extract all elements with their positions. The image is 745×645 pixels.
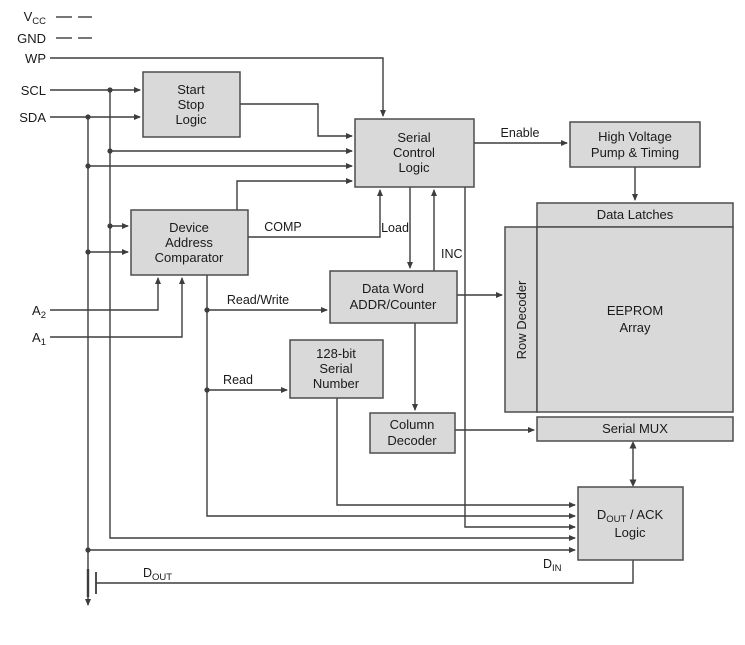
block-serial-number-label: Serial [319, 361, 352, 376]
block-serial-number-label: Number [313, 376, 360, 391]
block-row-decoder: Row Decoder [504, 226, 538, 413]
signal-read-write: Read/Write [227, 293, 289, 307]
block-serial-mux: Serial MUX [536, 416, 734, 442]
pin-wp: WP [25, 51, 46, 66]
signal-labels: Enable COMP Load INC Read/Write Read DIN… [143, 126, 562, 583]
junction-dot [85, 114, 91, 120]
block-serial-number-label: 128-bit [316, 346, 356, 361]
wire-comp [248, 189, 383, 238]
block-data-latches: Data Latches [536, 202, 734, 228]
wire-serial-control-to-dout-ack [464, 187, 576, 530]
block-data-word-addr-counter: Data Word ADDR/Counter [329, 270, 458, 324]
arrowhead-down-dout-ack [629, 479, 637, 487]
block-start-stop-logic-label: Stop [178, 97, 205, 112]
pin-sda: SDA [19, 110, 46, 125]
block-dout-ack-logic: DOUT / ACK Logic [577, 486, 684, 561]
block-serial-control-logic-box [354, 118, 475, 188]
block-row-decoder-label: Row Decoder [514, 280, 529, 359]
blocks: Start Stop Logic Serial Control Logic Hi… [130, 71, 734, 561]
arrowhead-up-serial-mux [629, 441, 637, 449]
wires [50, 16, 638, 584]
junction-dot [85, 547, 91, 553]
pin-gnd: GND [17, 31, 46, 46]
block-data-word-addr-counter-label: ADDR/Counter [350, 297, 437, 312]
signal-inc: INC [441, 247, 463, 261]
pin-scl: SCL [21, 83, 46, 98]
junction-dot [107, 87, 113, 93]
block-device-address-comparator-label: Device [169, 220, 209, 235]
wire-wp-to-serial-control [50, 57, 386, 117]
signal-dout: DOUT [143, 566, 172, 583]
block-data-word-addr-counter-label: Data Word [362, 281, 424, 296]
block-column-decoder: Column Decoder [369, 412, 456, 454]
block-device-address-comparator-box [130, 209, 249, 276]
block-data-word-addr-counter-box [329, 270, 458, 324]
signal-load: Load [381, 221, 409, 235]
wire-start-stop-to-serial-control [240, 103, 353, 139]
signal-din: DIN [543, 557, 562, 574]
block-high-voltage-pump-label: Pump & Timing [591, 145, 679, 160]
block-data-latches-label: Data Latches [597, 207, 674, 222]
signal-comp: COMP [264, 220, 302, 234]
mosfet-output-transistor [85, 569, 97, 606]
block-serial-control-logic-label: Serial [397, 130, 430, 145]
block-eeprom-array-label: EEPROM [607, 303, 663, 318]
block-serial-mux-label: Serial MUX [602, 421, 668, 436]
block-column-decoder-label: Column [390, 417, 435, 432]
block-device-address-comparator-label: Comparator [155, 250, 224, 265]
block-serial-control-logic: Serial Control Logic [354, 118, 475, 188]
block-high-voltage-pump-box [569, 121, 701, 168]
junction-dot [204, 307, 210, 313]
wire-dout [96, 560, 634, 584]
block-dout-ack-logic-label: DOUT / ACK [597, 507, 664, 525]
block-eeprom-array-box [536, 226, 734, 413]
junction-dot [107, 223, 113, 229]
bus-scl-to-dout-ack [109, 90, 576, 541]
signal-enable: Enable [501, 126, 540, 140]
block-device-address-comparator-label: Address [165, 235, 213, 250]
block-eeprom-array: EEPROM Array [536, 226, 734, 413]
wire-read-write-to-dout-ack [206, 310, 576, 519]
pin-vcc: VCC [24, 9, 47, 27]
pin-a1: A1 [32, 330, 46, 348]
wire-serial-number-to-dout-ack [336, 398, 576, 508]
block-serial-mux-box [536, 416, 734, 442]
block-dout-ack-logic-label: Logic [614, 525, 646, 540]
junction-dot [85, 249, 91, 255]
signal-read: Read [223, 373, 253, 387]
block-start-stop-logic: Start Stop Logic [142, 71, 241, 138]
block-start-stop-logic-label: Logic [175, 112, 207, 127]
block-serial-control-logic-label: Control [393, 145, 435, 160]
block-start-stop-logic-box [142, 71, 241, 138]
pin-a2: A2 [32, 303, 46, 321]
block-serial-number-box [289, 339, 384, 399]
junction-dots [85, 87, 210, 553]
block-serial-control-logic-label: Logic [398, 160, 430, 175]
block-high-voltage-pump-label: High Voltage [598, 129, 672, 144]
wire-a1 [50, 277, 185, 338]
junction-dot [85, 163, 91, 169]
block-column-decoder-box [369, 412, 456, 454]
pin-labels: VCC GND WP SCL SDA A2 A1 [17, 9, 46, 348]
block-column-decoder-label: Decoder [387, 433, 437, 448]
block-device-address-comparator: Device Address Comparator [130, 209, 249, 276]
wire-device-address-to-serial-control [236, 178, 353, 210]
wire-a2 [50, 277, 161, 311]
junction-dot [204, 387, 210, 393]
junction-dot [107, 148, 113, 154]
block-serial-number: 128-bit Serial Number [289, 339, 384, 399]
block-high-voltage-pump: High Voltage Pump & Timing [569, 121, 701, 168]
block-dout-ack-logic-box [577, 486, 684, 561]
block-start-stop-logic-label: Start [177, 82, 205, 97]
block-eeprom-array-label: Array [619, 320, 651, 335]
